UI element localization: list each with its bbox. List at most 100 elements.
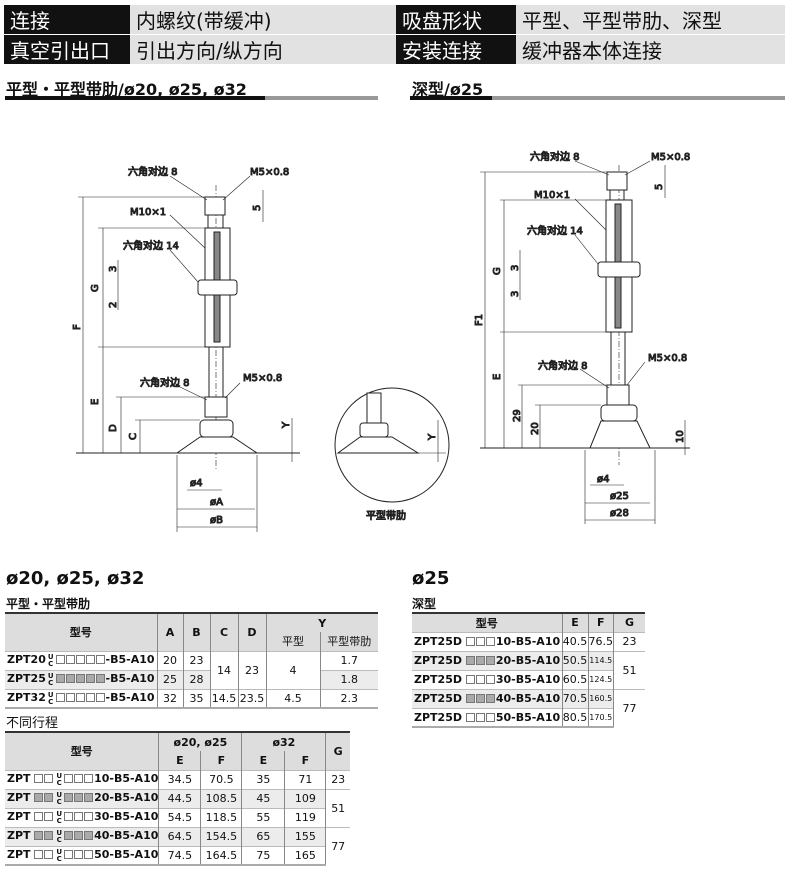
option-box xyxy=(95,692,105,702)
cell-g: 51 xyxy=(613,650,645,689)
dim-c: C xyxy=(128,433,139,440)
col-a: A xyxy=(156,612,183,651)
option-box xyxy=(485,694,495,703)
option-box xyxy=(34,831,44,840)
option-box xyxy=(44,774,54,783)
cell-y-flat: 4 xyxy=(265,650,320,689)
drawing-flat: 六角对边 8 M5×0.8 M10×1 六角对边 14 3 2 G F 六角对边… xyxy=(72,165,300,532)
model-suffix: -B5-A10 xyxy=(105,653,155,666)
option-box xyxy=(475,712,485,722)
model-suffix: 50-B5-A10 xyxy=(495,710,561,724)
inset-caption: 平型带肋 xyxy=(366,509,406,522)
cell-b: 28 xyxy=(182,669,210,689)
label-hex8-bottom: 六角对边 8 xyxy=(140,376,190,389)
option-box xyxy=(485,637,495,646)
option-box xyxy=(465,637,475,646)
cell-a: 20 xyxy=(156,650,183,670)
option-box xyxy=(44,812,54,821)
model-suffix: -B5-A10 xyxy=(105,690,155,704)
uc-top: U xyxy=(56,791,63,799)
model-prefix: ZPT20 xyxy=(7,653,46,666)
cell-e: 70.5 xyxy=(561,688,588,708)
option-box xyxy=(85,655,95,664)
uc-top: U xyxy=(56,810,63,818)
dim-20: 20 xyxy=(530,422,541,435)
model-prefix: ZPT25D xyxy=(414,692,462,705)
model-prefix: ZPT25D xyxy=(414,710,462,724)
uc-bottom: C xyxy=(48,679,54,687)
option-box xyxy=(75,674,85,683)
label-m5-top: M5×0.8 xyxy=(651,152,690,163)
option-box xyxy=(475,637,485,646)
dim-phi4: ø4 xyxy=(190,478,202,489)
section-title-flat: 平型・平型带肋/ø20, ø25, ø32 xyxy=(6,80,247,99)
col-model: 型号 xyxy=(5,612,157,651)
col-f: F xyxy=(200,751,242,770)
cell-f1: 154.5 xyxy=(200,826,242,846)
spec-row: 真空引出口 引出方向/纵方向 安装连接 缓冲器本体连接 xyxy=(4,34,785,65)
col-g: G xyxy=(325,731,350,770)
cell-a: 32 xyxy=(156,688,183,709)
option-box xyxy=(465,694,475,703)
option-box xyxy=(75,692,85,702)
col-f: F xyxy=(284,751,326,770)
dim-f1: F1 xyxy=(474,314,485,326)
spec-value: 引出方向/纵方向 xyxy=(130,34,396,65)
cell-e: 50.5 xyxy=(561,650,588,670)
option-box xyxy=(64,793,74,802)
col-y-rib: 平型带肋 xyxy=(319,632,378,651)
cell-y-rib: 1.8 xyxy=(319,669,378,689)
option-box xyxy=(465,712,475,722)
cell-e1: 44.5 xyxy=(158,788,201,808)
table-group-title-deep: ø25 xyxy=(412,568,450,589)
uc-bottom: C xyxy=(56,854,62,863)
cell-f: 76.5 xyxy=(587,631,614,651)
cell-g: 77 xyxy=(325,826,350,865)
option-box xyxy=(34,849,44,859)
uc-top: U xyxy=(56,829,63,837)
option-box xyxy=(75,655,85,664)
drawing-inset-ribbed: Y 平型带肋 xyxy=(334,387,450,523)
cell-f2: 109 xyxy=(284,788,326,808)
col-y: Y xyxy=(265,612,378,632)
label-hex8-top: 六角对边 8 xyxy=(530,150,580,163)
option-box xyxy=(85,692,95,702)
section-divider xyxy=(410,96,785,100)
cell-g: 23 xyxy=(325,769,350,789)
uc-top: U xyxy=(47,653,54,661)
option-box xyxy=(84,793,94,802)
model-suffix: 10-B5-A10 xyxy=(94,772,159,785)
uc-top: U xyxy=(56,847,63,856)
option-box xyxy=(65,674,75,683)
spec-value: 内螺纹(带缓冲) xyxy=(130,5,396,35)
table-group-title: ø20, ø25, ø32 xyxy=(6,568,145,589)
col-b: B xyxy=(182,612,210,651)
model-cell: ZPT25D 50-B5-A10 xyxy=(412,707,562,728)
cell-e: 80.5 xyxy=(561,707,588,728)
dim-5: 5 xyxy=(654,184,665,190)
model-suffix: 20-B5-A10 xyxy=(94,791,159,804)
cell-e2: 65 xyxy=(241,826,285,846)
spec-value: 缓冲器本体连接 xyxy=(516,34,785,65)
cell-b: 23 xyxy=(182,650,210,670)
model-suffix: 10-B5-A10 xyxy=(495,635,561,648)
col-model: 型号 xyxy=(5,731,159,770)
model-prefix: ZPT xyxy=(7,791,31,804)
dim-3: 3 xyxy=(108,266,119,272)
option-box xyxy=(44,831,54,840)
model-suffix: 30-B5-A10 xyxy=(94,810,159,823)
label-hex14: 六角对边 14 xyxy=(527,224,583,237)
option-box xyxy=(34,793,44,802)
cell-d: 23 xyxy=(237,650,266,689)
dim-10: 10 xyxy=(675,430,686,443)
